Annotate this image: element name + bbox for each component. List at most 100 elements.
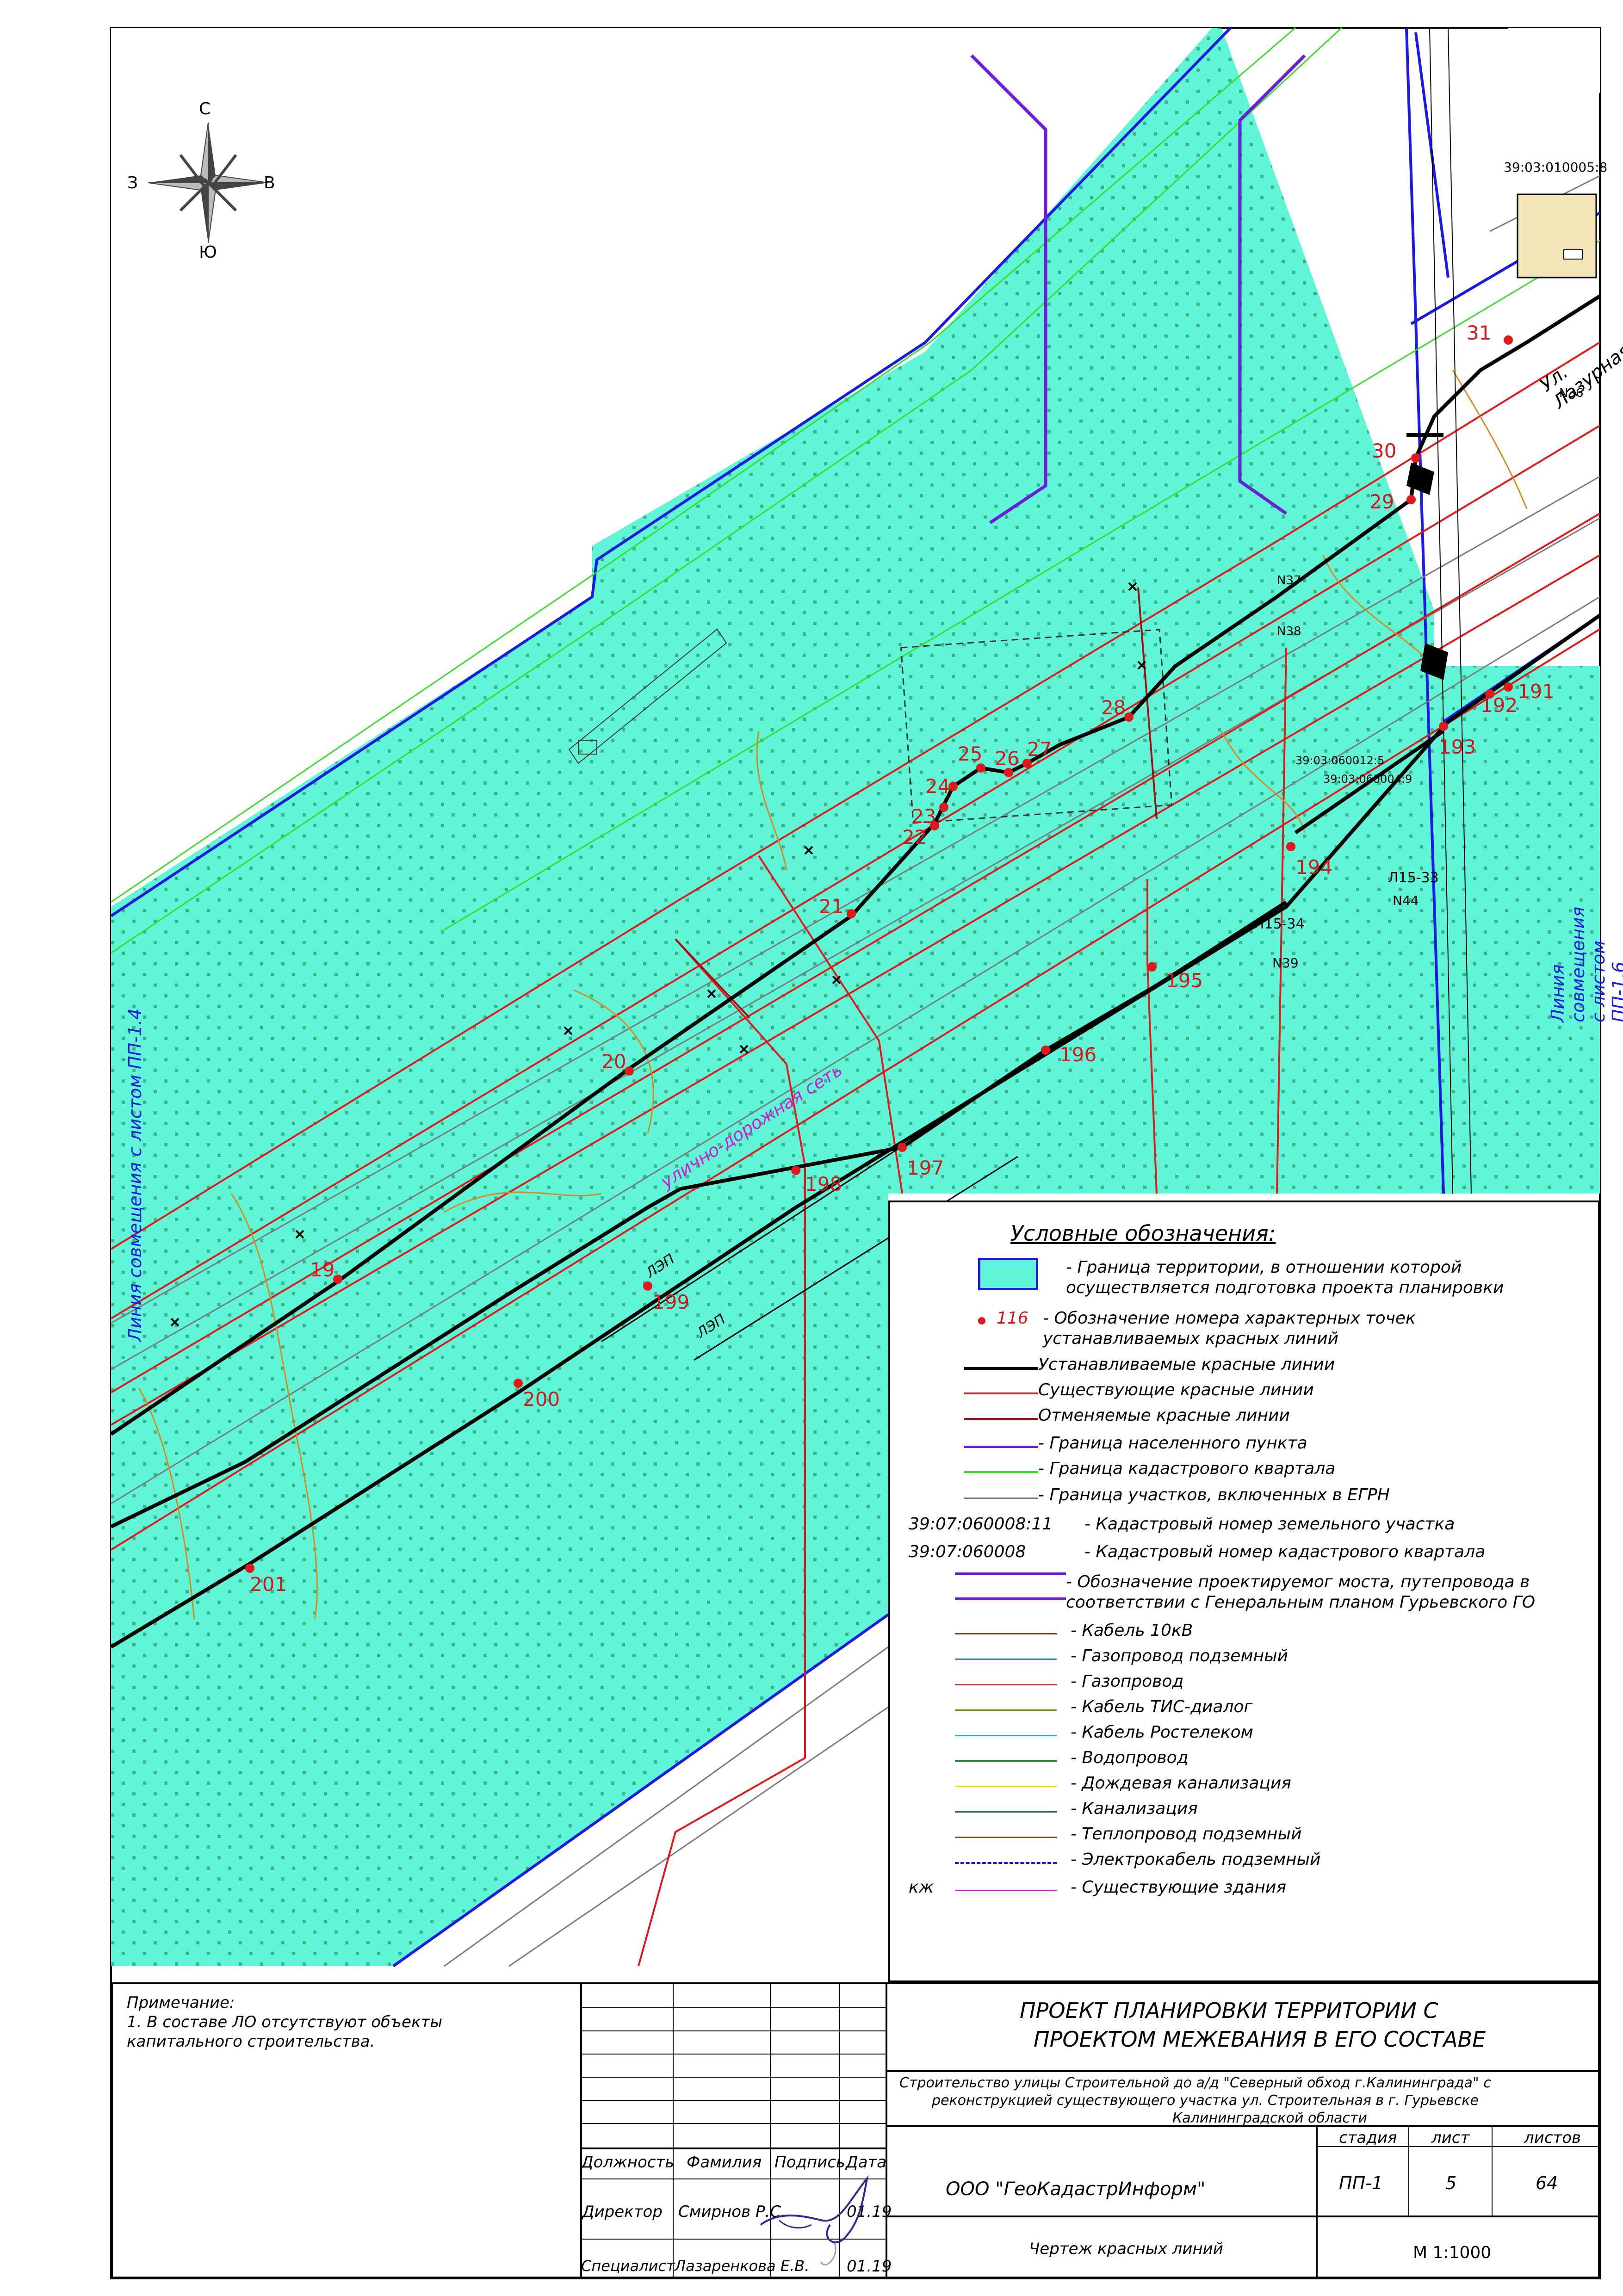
dashed-zone (900, 629, 1173, 824)
settlement-border (970, 54, 1306, 524)
line-label: Л15-34 (1254, 916, 1305, 932)
legend-text: - Теплопровод подземный (1071, 1825, 1302, 1844)
legend-row: - Обозначение проектируемог моста, путеп… (890, 1572, 1602, 1612)
legend-code: 39:07:060008:11 (909, 1515, 1053, 1534)
legend-row: кж- Существующие здания (890, 1878, 1602, 1904)
legend-row: - Граница населенного пункта (890, 1434, 1602, 1460)
legend-symbol-icon (964, 1446, 1038, 1448)
legend-code: 39:07:060008 (909, 1542, 1026, 1561)
legend-text: - Газопровод подземный (1071, 1646, 1288, 1665)
characteristic-point-marker (898, 1143, 907, 1152)
power-line (601, 1100, 1018, 1361)
legend-row: Устанавливаемые красные линии (890, 1355, 1602, 1381)
legend-text: соответствии с Генеральным планом Гурьев… (1066, 1593, 1536, 1612)
characteristic-point-marker (1406, 495, 1416, 504)
characteristic-point-label: 27 (1027, 738, 1052, 761)
legend-row: 116 - Обозначение номера характерных точе… (890, 1309, 1602, 1348)
legend-row: - Теплопровод подземный (890, 1825, 1602, 1850)
characteristic-point-label: 198 (805, 1173, 842, 1195)
legend-row: - Газопровод подземный (890, 1646, 1602, 1672)
title-block: Примечание: 1. В составе ЛО отсутствуют … (111, 1982, 1600, 2278)
legend-row: Существующие красные линии (890, 1380, 1602, 1406)
characteristic-point-label: 191 (1518, 680, 1555, 703)
legend-text: - Кабель ТИС-диалог (1071, 1697, 1253, 1716)
compass-south: Ю (199, 243, 217, 262)
characteristic-point-label: 23 (911, 805, 936, 828)
legend-title: Условные обозначения: (1010, 1221, 1276, 1246)
legend-text: - Обозначение проектируемог моста, путеп… (1066, 1572, 1530, 1591)
col-sign: Подпись (774, 2153, 845, 2172)
characteristic-point-label: 192 (1481, 694, 1518, 717)
legend-text: - Дождевая канализация (1071, 1774, 1291, 1793)
legend-code: кж (909, 1878, 934, 1897)
characteristic-point-label: 24 (925, 775, 950, 798)
line-label: Л15-33 (1388, 870, 1439, 886)
characteristic-point-label: 25 (958, 743, 983, 765)
legend-text: - Газопровод (1071, 1672, 1184, 1691)
signature-icon (760, 2175, 869, 2265)
note-title: Примечание: (127, 1993, 235, 2012)
sheets-value: 64 (1536, 2173, 1558, 2193)
legend-symbol-icon (955, 1811, 1057, 1813)
col-date: Дата (846, 2153, 887, 2172)
legend-row: - Кабель ТИС-диалог (890, 1697, 1602, 1723)
note-line: 1. В составе ЛО отсутствуют объекты (127, 2013, 443, 2031)
characteristic-point-marker (847, 909, 856, 918)
characteristic-point-label: 194 (1295, 856, 1333, 879)
characteristic-point-marker (1504, 682, 1513, 692)
legend-symbol-icon (955, 1659, 1057, 1660)
line-label: N36 (1559, 386, 1584, 400)
legend-row: - Граница участков, включенных в ЕГРН (890, 1485, 1602, 1511)
legend-symbol-icon (964, 1392, 1038, 1394)
legend-text: - Граница кадастрового квартала (1038, 1459, 1336, 1478)
characteristic-point-label: 193 (1439, 736, 1476, 758)
existing-red-lines (110, 341, 1601, 1967)
bridge-marker (1406, 463, 1448, 680)
line-label: N39 (1272, 955, 1299, 971)
legend-text: - Кадастровый номер земельного участка (1084, 1515, 1455, 1534)
legend-symbol-icon (964, 1418, 1038, 1420)
characteristic-point-label: 197 (907, 1157, 944, 1179)
legend-panel: Условные обозначения: - Граница территор… (888, 1201, 1600, 1982)
characteristic-point-label: 28 (1101, 696, 1126, 719)
characteristic-point-marker (939, 803, 948, 812)
legend-row: - Электрокабель подземный (890, 1850, 1602, 1876)
characteristic-point-label: 200 (523, 1388, 560, 1411)
legend-point-number: 116 (997, 1309, 1028, 1328)
legend-symbol-icon (955, 1862, 1057, 1864)
legend-row: - Канализация (890, 1799, 1602, 1825)
company-name: ООО "ГеоКадастрИнформ" (946, 2178, 1206, 2200)
characteristic-point-marker (1411, 453, 1420, 463)
legend-text: - Граница населенного пункта (1038, 1434, 1307, 1453)
legend-symbol-icon (955, 1786, 1057, 1787)
rail-strip (1429, 27, 1472, 1194)
row-name: Смирнов Р.С. (678, 2203, 786, 2221)
characteristic-point-label: 31 (1467, 322, 1492, 344)
project-title: ПРОЕКТ ПЛАНИРОВКИ ТЕРРИТОРИИ С (1020, 1998, 1438, 2023)
sheet-header: лист (1431, 2129, 1470, 2147)
characteristic-point-marker (333, 1275, 342, 1284)
characteristic-point-marker (625, 1066, 634, 1076)
legend-text: - Обозначение номера характерных точек (1043, 1309, 1416, 1328)
existing-building (1517, 193, 1597, 278)
legend-symbol-icon (955, 1709, 1057, 1711)
characteristic-point-marker (791, 1166, 800, 1175)
legend-symbol-icon (964, 1471, 1038, 1473)
legend-row: - Газопровод (890, 1672, 1602, 1698)
characteristic-point-marker (930, 821, 939, 830)
compass-north: С (199, 99, 211, 118)
object-name: Строительство улицы Строительной до а/д … (899, 2075, 1491, 2091)
characteristic-point-marker (1485, 689, 1494, 699)
row-position: Директор (582, 2203, 663, 2221)
col-position: Должность (581, 2153, 675, 2172)
legend-row: - Граница территории, в отношении которо… (890, 1258, 1602, 1297)
legend-row: - Водопровод (890, 1748, 1602, 1774)
legend-text: Существующие красные линии (1038, 1380, 1314, 1399)
line-label: N44 (1393, 893, 1419, 908)
legend-text: - Граница участков, включенных в ЕГРН (1038, 1485, 1390, 1504)
stage-header: стадия (1339, 2129, 1397, 2147)
cadastral-mid-label: 39:03:060012:5 (1295, 754, 1385, 767)
legend-text: - Кадастровый номер кадастрового квартал… (1084, 1542, 1486, 1561)
note-line: капитального строительства. (127, 2032, 375, 2051)
